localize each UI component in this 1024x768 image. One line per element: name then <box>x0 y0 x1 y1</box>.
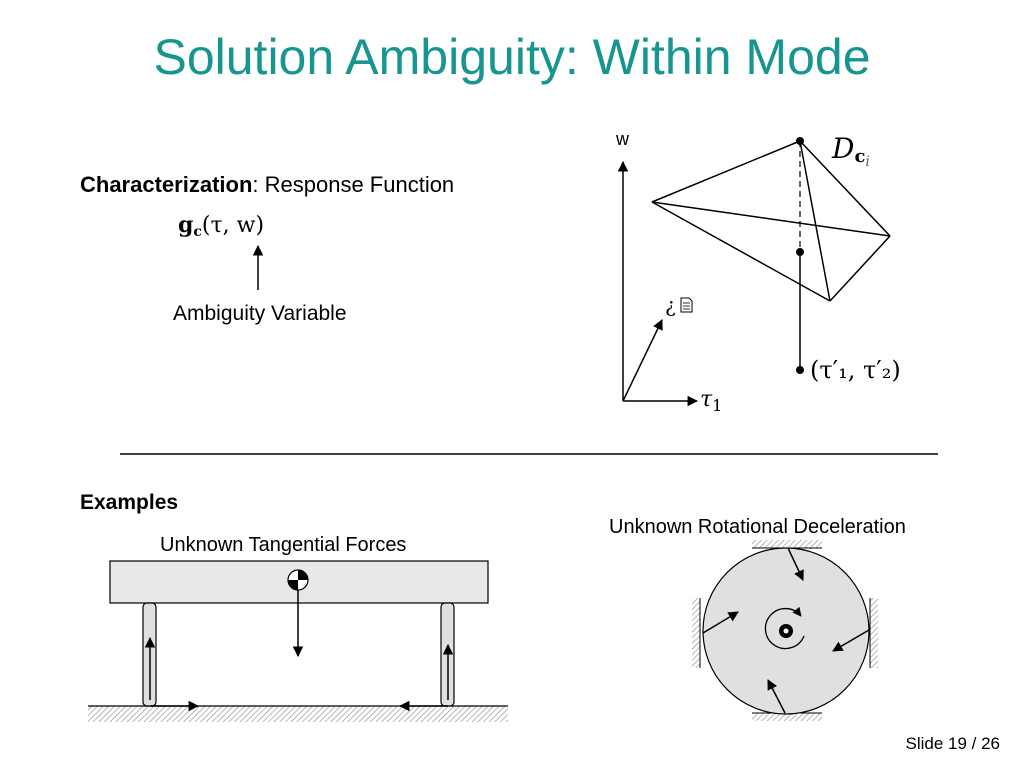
w-axis-label: w <box>615 129 630 149</box>
right-wall <box>870 598 878 668</box>
formula-subscript: c <box>193 224 202 240</box>
mid-dot <box>796 248 804 256</box>
base-point-dot <box>796 366 804 374</box>
response-function-formula: gc(τ, w) <box>178 212 264 240</box>
point-label: (τ′₁, τ′₂) <box>810 356 901 384</box>
garbled-tau2-label: ¿ <box>665 293 676 317</box>
ground-hatch <box>88 706 508 722</box>
region-label: Dci <box>831 132 870 170</box>
right-contact-arrow <box>832 629 870 652</box>
left-wall <box>692 598 700 668</box>
formula-g: g <box>178 212 194 238</box>
ambiguity-variable-label: Ambiguity Variable <box>173 302 347 325</box>
bottom-contact-arrow <box>767 679 786 714</box>
center-of-mass-icon <box>287 569 309 591</box>
tau1-axis-label: τ1 <box>700 387 722 415</box>
bottom-wall <box>752 713 822 721</box>
polytope-diagram: w τ1 ¿ Dci (τ′₁, τ′₂) <box>615 129 901 415</box>
top-vertex-dot <box>796 137 804 145</box>
top-contact-arrow <box>787 547 804 581</box>
table-diagram <box>88 560 508 722</box>
document-icon <box>680 297 693 313</box>
characterization-line: Characterization: Response Function <box>80 172 454 198</box>
formula-args: (τ, w) <box>201 213 265 238</box>
characterization-text: : Response Function <box>252 172 455 197</box>
tau2-axis <box>622 319 663 402</box>
rotation-arrow <box>764 606 805 650</box>
example1-caption: Unknown Tangential Forces <box>160 534 407 556</box>
characterization-label: Characterization <box>80 172 253 197</box>
disk-diagram <box>692 540 878 721</box>
slide-title: Solution Ambiguity: Within Mode <box>153 29 871 85</box>
examples-heading: Examples <box>80 491 179 514</box>
example2-caption: Unknown Rotational Deceleration <box>609 516 906 538</box>
slide-number: Slide 19 / 26 <box>905 734 1000 753</box>
left-contact-arrow <box>702 611 739 634</box>
top-wall <box>752 540 822 548</box>
